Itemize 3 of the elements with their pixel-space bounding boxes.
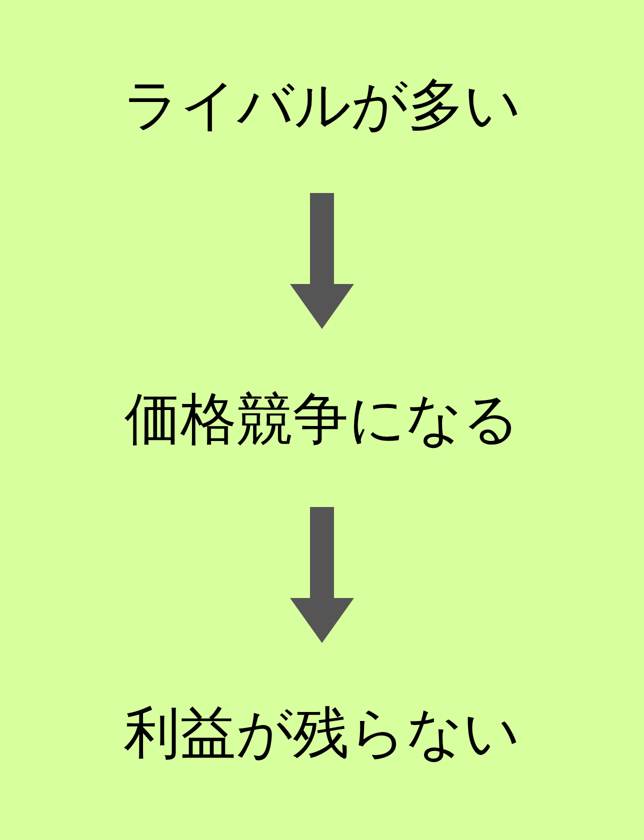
node-text: ライバルが多い <box>123 73 521 138</box>
node-text: 利益が残らない <box>124 701 520 766</box>
node-text: 価格競争になる <box>124 387 520 452</box>
